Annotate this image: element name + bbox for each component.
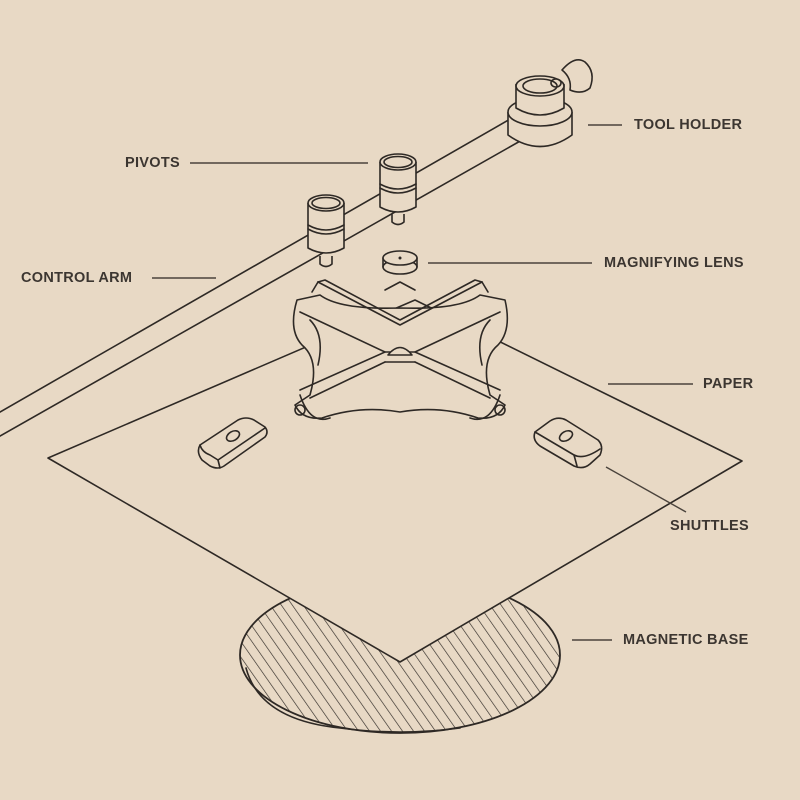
cross-hub xyxy=(292,279,509,420)
shuttle-left xyxy=(197,417,268,469)
label-pivots: PIVOTS xyxy=(125,155,180,171)
label-tool-holder: TOOL HOLDER xyxy=(634,117,743,133)
leader-shuttles xyxy=(605,466,687,513)
label-magnifying-lens: MAGNIFYING LENS xyxy=(604,255,744,271)
tool-holder xyxy=(507,59,593,148)
magnifying-lens xyxy=(382,250,418,275)
label-paper: PAPER xyxy=(703,376,754,392)
label-control-arm: CONTROL ARM xyxy=(21,270,133,286)
label-shuttles: SHUTTLES xyxy=(670,518,749,534)
magnetic-base xyxy=(239,576,561,734)
pivot-right xyxy=(379,153,417,226)
control-arm xyxy=(0,117,523,437)
shuttle-right xyxy=(533,417,603,469)
pivot-left xyxy=(307,194,345,268)
label-magnetic-base: MAGNETIC BASE xyxy=(623,632,749,648)
paper-sheet xyxy=(47,299,743,663)
